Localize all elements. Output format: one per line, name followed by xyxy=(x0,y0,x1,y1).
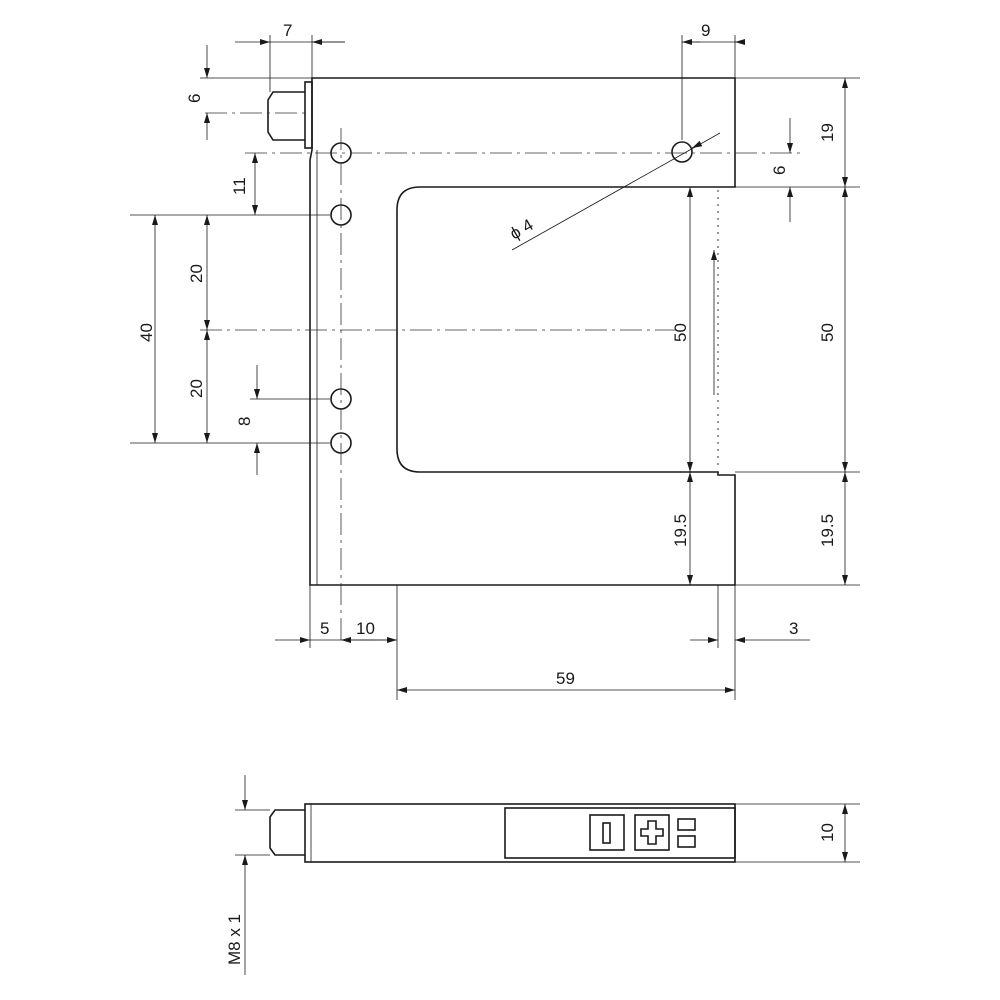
control-panel xyxy=(504,807,736,859)
minus-icon xyxy=(602,822,611,844)
dim-hole-to-slot-edge: 10 xyxy=(356,619,375,638)
dim-half-lower: 20 xyxy=(187,379,206,398)
dim-hole-spacing-bottom: 8 xyxy=(235,417,254,426)
plus-button[interactable] xyxy=(634,814,670,851)
dim-slot-depth-outer: 50 xyxy=(818,323,837,342)
mounting-hole xyxy=(671,141,693,163)
dim-hole-group: 40 xyxy=(137,323,156,342)
dim-arm-lower-inner: 19.5 xyxy=(671,514,690,547)
dimension-lines xyxy=(152,39,848,693)
dim-half-upper: 20 xyxy=(187,264,206,283)
side-dimension-lines xyxy=(235,775,860,975)
dim-arm-upper-outer: 19 xyxy=(818,123,837,142)
dim-arm-lower-outer: 19.5 xyxy=(818,514,837,547)
dim-hole-to-slot: 6 xyxy=(770,166,789,175)
dim-hole-offset-right: 9 xyxy=(701,21,710,40)
dim-slot-width: 59 xyxy=(556,669,575,688)
dim-thickness: 10 xyxy=(818,823,837,842)
minus-button[interactable] xyxy=(589,814,625,851)
dim-connector-length: 7 xyxy=(283,21,292,40)
side-body-outline xyxy=(304,803,736,863)
dim-connector-axis: 6 xyxy=(185,94,204,103)
sensor-body-outline xyxy=(309,77,736,586)
dim-slot-depth-inner: 50 xyxy=(671,323,690,342)
plus-icon xyxy=(640,820,664,845)
dim-edge-to-hole: 5 xyxy=(320,619,329,638)
dim-hole-diameter: ϕ 4 xyxy=(507,215,537,243)
dim-axis-offset: 3 xyxy=(789,619,798,638)
front-view: 7 9 6 11 40 20 20 8 50 19.5 19 6 50 19.5… xyxy=(130,21,860,700)
extension-lines xyxy=(130,35,860,700)
dim-thread: M8 x 1 xyxy=(225,914,244,965)
connector xyxy=(267,81,313,149)
led-indicators xyxy=(677,818,696,848)
dim-hole-spacing-top: 11 xyxy=(230,177,249,195)
side-connector xyxy=(269,809,305,856)
side-view: 10 M8 x 1 xyxy=(225,775,860,975)
